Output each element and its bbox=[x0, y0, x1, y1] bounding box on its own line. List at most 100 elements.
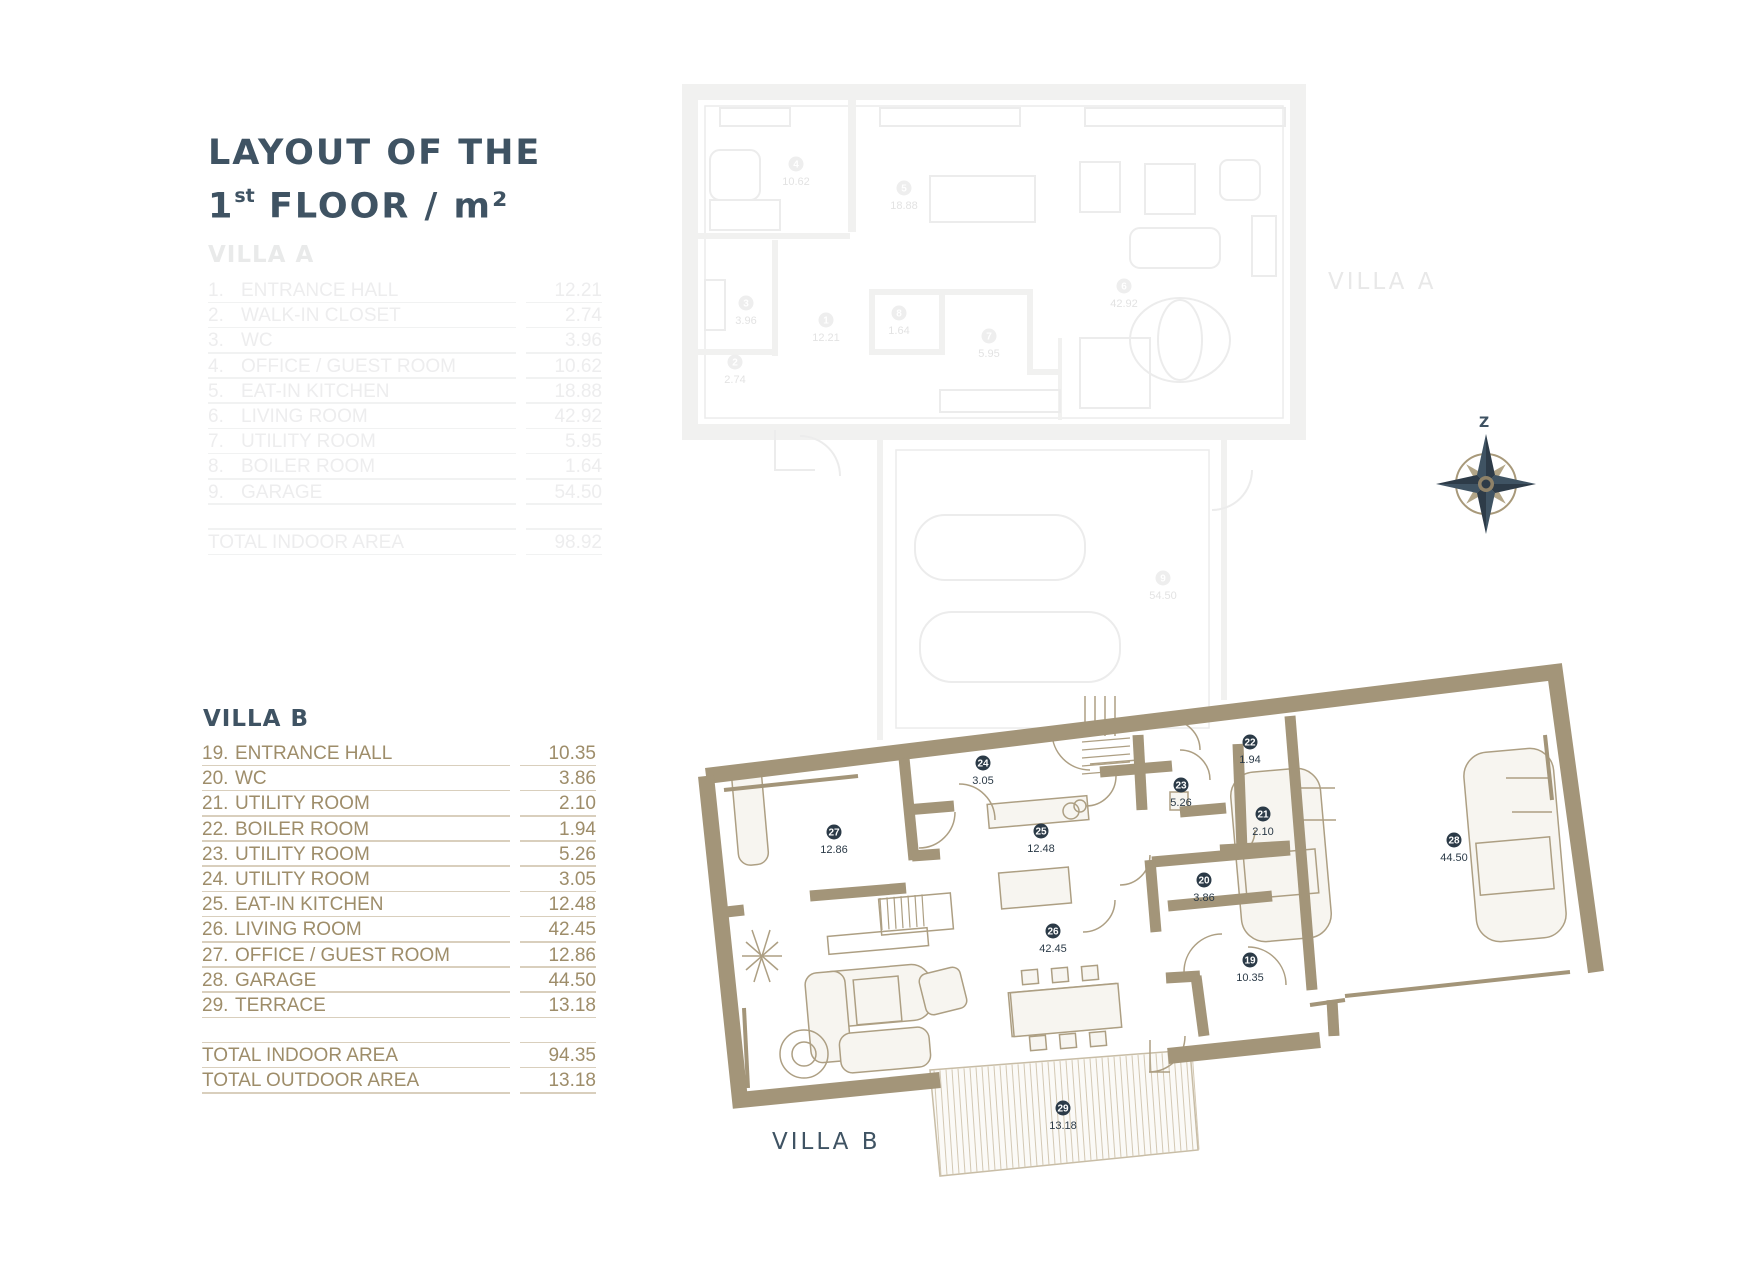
terrace-hatch-line bbox=[1179, 1051, 1188, 1151]
room-name: EAT-IN KITCHEN bbox=[241, 380, 390, 402]
room-number: 1. bbox=[208, 280, 224, 301]
room-number: 23. bbox=[202, 843, 229, 865]
terrace-hatch-line bbox=[1113, 1056, 1122, 1158]
terrace-hatch-line bbox=[1083, 1059, 1092, 1161]
room-badge-number: 29 bbox=[1057, 1104, 1069, 1115]
room-badge-number: 1 bbox=[823, 316, 829, 327]
total-label: TOTAL INDOOR AREA bbox=[208, 531, 405, 553]
room-area: 12.86 bbox=[548, 944, 596, 966]
room-badge-circle bbox=[1446, 832, 1462, 848]
room-badge-area: 12.86 bbox=[820, 844, 848, 856]
room-badge-area: 12.48 bbox=[1027, 843, 1055, 855]
stair-tread bbox=[893, 896, 897, 929]
room-badge-number: 25 bbox=[1035, 827, 1047, 838]
terrace-hatch-line bbox=[1119, 1056, 1128, 1157]
villa-a-heading: VILLA A bbox=[208, 242, 315, 268]
terrace-hatch-line bbox=[1029, 1063, 1038, 1166]
total-label: TOTAL INDOOR AREA bbox=[202, 1045, 399, 1067]
room-badge-circle bbox=[1242, 734, 1258, 750]
room-badge-circle bbox=[1116, 278, 1132, 294]
room-number: 19. bbox=[202, 743, 229, 764]
room-badge-circle bbox=[1155, 570, 1171, 586]
room-badge-number: 5 bbox=[901, 184, 907, 195]
room-name: LIVING ROOM bbox=[241, 405, 368, 427]
total-value: 13.18 bbox=[548, 1070, 596, 1092]
room-area: 2.74 bbox=[565, 305, 602, 327]
room-name: UTILITY ROOM bbox=[235, 793, 370, 815]
room-number: 20. bbox=[202, 768, 229, 790]
room-badge-area: 18.88 bbox=[890, 200, 918, 212]
room-name: LIVING ROOM bbox=[235, 919, 362, 941]
terrace-hatch-line bbox=[993, 1066, 1002, 1170]
room-badge: 410.62 bbox=[782, 156, 810, 188]
room-badge-circle bbox=[738, 295, 754, 311]
room-badge-number: 7 bbox=[986, 332, 992, 343]
room-badge-area: 12.21 bbox=[812, 332, 840, 344]
room-number: 25. bbox=[202, 894, 229, 916]
room-badge-area: 1.94 bbox=[1239, 754, 1260, 766]
terrace-hatch-line bbox=[1071, 1060, 1080, 1162]
title-line-2-rest: FLOOR / m² bbox=[254, 186, 510, 227]
room-badge-number: 21 bbox=[1257, 810, 1269, 821]
title-line-2-ordinal: st bbox=[234, 185, 255, 207]
room-number: 29. bbox=[202, 994, 229, 1016]
terrace-hatch-line bbox=[1005, 1065, 1014, 1169]
room-name: ENTRANCE HALL bbox=[235, 743, 393, 764]
terrace-hatch-line bbox=[1167, 1052, 1176, 1153]
room-number: 5. bbox=[208, 380, 224, 402]
terrace-hatch-line bbox=[975, 1067, 984, 1172]
room-badge: 22.74 bbox=[724, 354, 746, 386]
room-badge-number: 26 bbox=[1047, 927, 1059, 938]
room-badge-number: 24 bbox=[977, 759, 989, 770]
room-area: 13.18 bbox=[548, 994, 596, 1016]
room-name: TERRACE bbox=[235, 994, 326, 1016]
room-badge-area: 5.95 bbox=[978, 348, 999, 360]
terrace-hatch-line bbox=[1011, 1064, 1020, 1168]
room-badge: 25 12.48 bbox=[1027, 823, 1055, 855]
room-area: 44.50 bbox=[548, 969, 596, 991]
room-badge-area: 42.92 bbox=[1110, 298, 1138, 310]
room-badge-area: 3.05 bbox=[972, 775, 993, 787]
terrace-hatch-line bbox=[1047, 1061, 1056, 1165]
room-number: 21. bbox=[202, 793, 229, 815]
terrace-hatch-line bbox=[1173, 1052, 1182, 1152]
room-badge-number: 28 bbox=[1448, 836, 1460, 847]
room-area: 12.21 bbox=[554, 280, 602, 301]
room-badge: 954.50 bbox=[1149, 570, 1177, 602]
room-row: 29. TERRACE 13.18 bbox=[202, 993, 596, 1019]
room-badge-circle bbox=[1255, 806, 1271, 822]
room-badge: 81.64 bbox=[888, 305, 910, 337]
room-area: 5.26 bbox=[559, 843, 596, 865]
room-badge-area: 2.74 bbox=[724, 374, 745, 386]
room-badge: 221.94 bbox=[1239, 734, 1261, 766]
terrace-hatch-line bbox=[1185, 1051, 1194, 1151]
villa-b-plan bbox=[698, 663, 1604, 1177]
room-name: WC bbox=[235, 768, 267, 790]
villa-b-room-labels: 243.05221.94235.26212.102712.862512.4820… bbox=[820, 734, 1468, 1132]
room-badge-circle bbox=[1196, 872, 1212, 888]
total-value: 94.35 bbox=[548, 1045, 596, 1067]
room-number: 2. bbox=[208, 305, 224, 327]
terrace-hatch-line bbox=[1023, 1063, 1032, 1167]
stair-tread bbox=[914, 894, 918, 928]
room-number: 3. bbox=[208, 330, 224, 352]
room-badge: 518.88 bbox=[890, 180, 918, 212]
room-badge-area: 1.64 bbox=[888, 325, 909, 337]
terrace-hatch-line bbox=[1095, 1058, 1104, 1160]
room-badge: 203.86 bbox=[1193, 872, 1215, 904]
room-name: ENTRANCE HALL bbox=[241, 280, 399, 301]
room-badge-circle bbox=[1055, 1100, 1071, 1116]
villa-b-heading: VILLA B bbox=[203, 706, 310, 732]
